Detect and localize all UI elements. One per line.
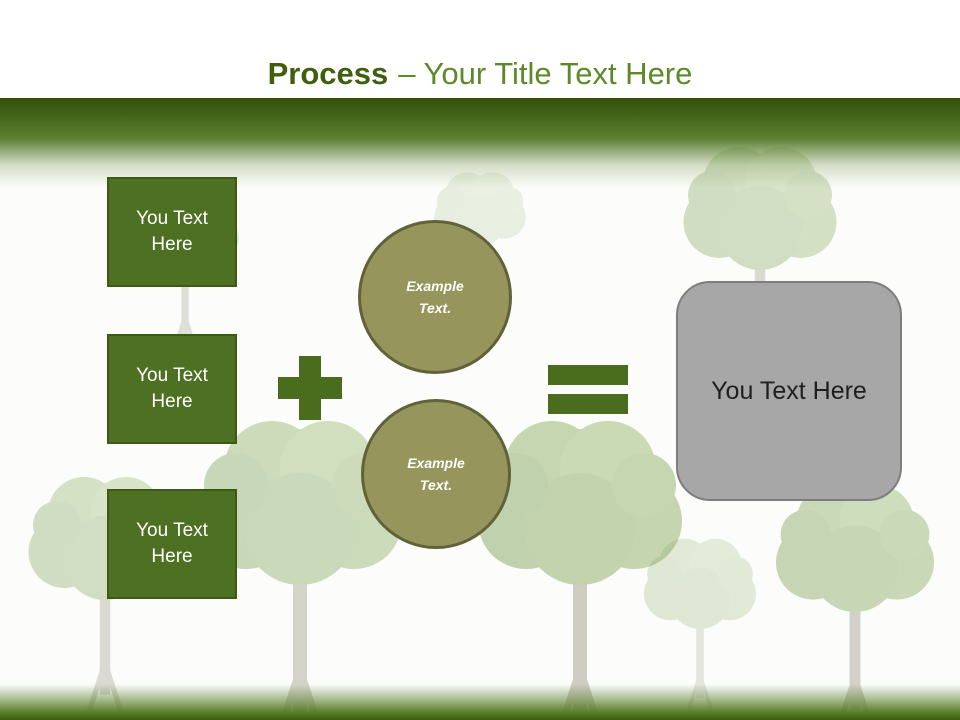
example-circle-1-label: Example Text. bbox=[406, 277, 464, 316]
footer-gradient-band bbox=[0, 684, 960, 720]
slide-title: Process – Your Title Text Here bbox=[268, 56, 693, 92]
result-box: You Text Here bbox=[676, 281, 902, 501]
equals-icon-top-bar bbox=[548, 365, 628, 385]
plus-icon-vertical-bar bbox=[299, 356, 321, 420]
plus-icon bbox=[278, 356, 342, 420]
process-input-box-1: You Text Here bbox=[107, 177, 237, 287]
process-input-box-3-label: You Text Here bbox=[136, 520, 208, 567]
example-circle-2: Example Text. bbox=[361, 399, 511, 549]
example-circle-2-label: Example Text. bbox=[407, 454, 465, 493]
example-circle-1: Example Text. bbox=[358, 220, 512, 374]
title-bar: Process – Your Title Text Here bbox=[0, 0, 960, 98]
header-gradient-band bbox=[0, 98, 960, 188]
slide-title-emphasis: Process bbox=[267, 56, 389, 91]
process-input-box-2-label: You Text Here bbox=[136, 365, 208, 412]
equals-icon bbox=[548, 365, 628, 414]
process-input-box-1-label: You Text Here bbox=[136, 208, 208, 255]
process-input-box-2: You Text Here bbox=[107, 334, 237, 444]
result-box-label: You Text Here bbox=[711, 376, 867, 405]
process-input-box-3: You Text Here bbox=[107, 489, 237, 599]
slide-title-remainder: – Your Title Text Here bbox=[398, 56, 693, 91]
equals-icon-bottom-bar bbox=[548, 394, 628, 414]
